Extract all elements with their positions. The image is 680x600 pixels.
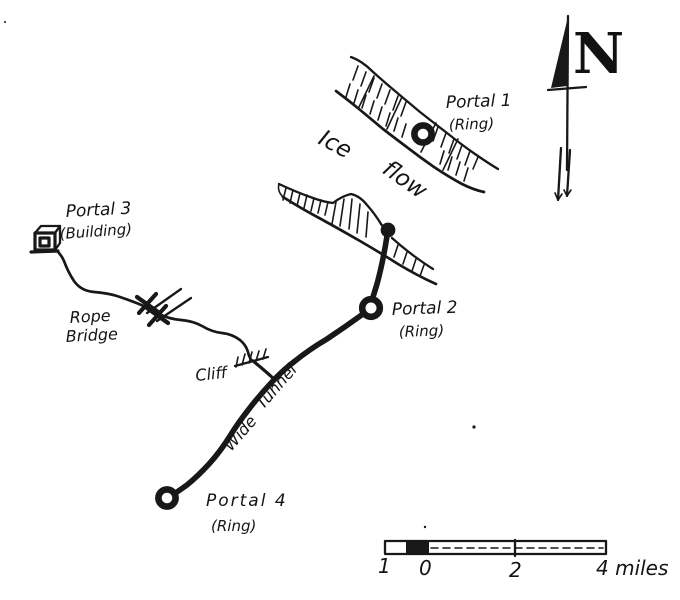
ice-band-upper bbox=[334, 55, 500, 194]
ice-band-upper-hatching bbox=[345, 65, 479, 182]
portal-2-name: Portal 2 bbox=[391, 298, 457, 320]
portal-1: Portal 1 (Ring) bbox=[411, 91, 512, 146]
crevasse-junction-dot bbox=[380, 222, 396, 238]
north-arrow-head bbox=[551, 21, 567, 88]
route-crevasse-to-portal2 bbox=[370, 233, 390, 300]
scale-bar-outline bbox=[383, 539, 608, 556]
ice-band-lower-hatching bbox=[282, 187, 425, 277]
wide-tunnel-line bbox=[174, 311, 366, 495]
wide-tunnel: Wide Tunnel bbox=[174, 311, 366, 495]
portal-2-type: (Ring) bbox=[399, 321, 445, 341]
paper-specks bbox=[4, 21, 476, 529]
portal-4: Portal 4 (Ring) bbox=[155, 486, 288, 535]
cliff-to-tunnel-link bbox=[251, 359, 276, 381]
scale-bar-filled-segment bbox=[406, 541, 429, 554]
ice-flow-word2: flow bbox=[378, 156, 432, 205]
north-arrow-crossbar bbox=[546, 85, 588, 92]
north-arrow-tail-feet bbox=[554, 189, 572, 201]
north-arrow-shaft bbox=[565, 14, 570, 172]
rope-bridge-line2: Bridge bbox=[65, 324, 118, 346]
portal-4-name: Portal 4 bbox=[206, 491, 288, 511]
portal-1-type: (Ring) bbox=[449, 114, 495, 134]
rope-bridge-icon bbox=[134, 287, 193, 328]
rope-bridge-line1: Rope bbox=[69, 306, 111, 327]
portal-4-ring-icon bbox=[155, 486, 179, 510]
ice-band-lower-top-edge-right bbox=[390, 236, 435, 271]
portal-1-name: Portal 1 bbox=[445, 91, 511, 113]
portal-2: Portal 2 (Ring) bbox=[358, 295, 458, 341]
ice-band-upper-dividers bbox=[358, 75, 459, 171]
scale-bar: 1 0 2 4 miles bbox=[378, 538, 668, 582]
scale-label-1: 1 bbox=[378, 554, 391, 578]
ice-flow-word1: Ice bbox=[314, 125, 356, 164]
ice-band-lower-left-cap bbox=[277, 183, 284, 198]
north-label: N bbox=[573, 21, 624, 87]
portal-3-type: (Building) bbox=[59, 220, 133, 243]
north-arrow-tail-left bbox=[556, 146, 563, 202]
compass-north: N bbox=[546, 14, 624, 202]
ice-band-lower bbox=[277, 182, 438, 286]
ice-band-lower-top-edge bbox=[277, 182, 386, 230]
ice-band-lower-bottom-edge bbox=[281, 195, 438, 286]
portal-3-name: Portal 3 bbox=[65, 199, 132, 222]
tunnel-word1: Wide bbox=[220, 412, 261, 455]
ice-band-upper-top-edge bbox=[349, 55, 500, 171]
rope-bridge: Rope Bridge bbox=[65, 287, 193, 346]
ice-band-upper-bottom-edge bbox=[334, 89, 486, 194]
scale-label-4miles: 4 miles bbox=[596, 556, 668, 580]
portal-4-type: (Ring) bbox=[211, 517, 256, 535]
cliff: Cliff bbox=[194, 348, 276, 385]
scale-label-2: 2 bbox=[509, 558, 522, 582]
building-icon bbox=[29, 224, 62, 254]
portal-2-ring-icon bbox=[358, 295, 384, 321]
portal-3: Portal 3 (Building) bbox=[29, 199, 133, 254]
north-arrow-tail-right bbox=[565, 148, 572, 198]
portal-1-ring-icon bbox=[411, 122, 435, 146]
cliff-label: Cliff bbox=[194, 363, 230, 385]
scale-label-0: 0 bbox=[419, 556, 432, 580]
